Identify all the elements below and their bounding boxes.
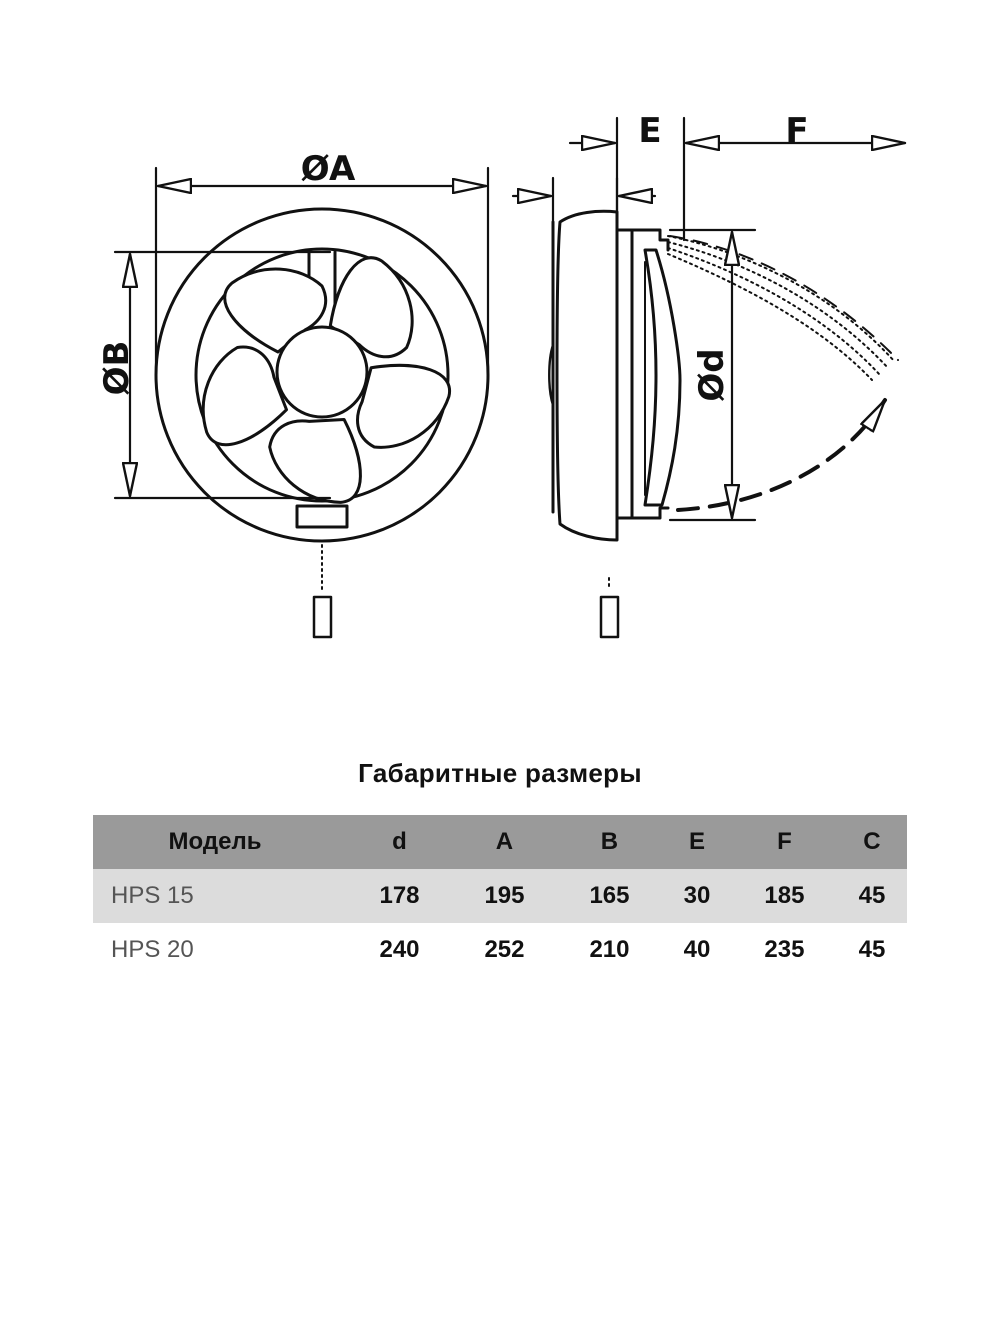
cell-model: HPS 15 (111, 882, 194, 909)
header-f: F (777, 828, 792, 855)
technical-drawing: ØA ØB (97, 111, 1000, 639)
front-view-drawing (113, 166, 490, 639)
impeller-blades (201, 256, 452, 504)
label-outer-diameter: ØA (301, 149, 356, 189)
dimension-depth (568, 116, 905, 242)
impeller-hub (275, 325, 369, 419)
cell-f: 185 (764, 882, 805, 909)
header-a: A (495, 828, 514, 855)
dimension-inner-diameter (113, 250, 332, 500)
table-title: Габаритные размеры (358, 758, 642, 788)
label-inner-diameter: ØB (97, 341, 137, 396)
cell-b: 210 (589, 936, 630, 963)
header-b: B (600, 828, 619, 855)
pull-cord-slot (295, 504, 349, 529)
pull-cord-handle (312, 595, 333, 639)
label-shutter-projection: F (785, 111, 808, 151)
housing-cover (555, 209, 619, 542)
cell-a: 252 (484, 936, 525, 963)
cell-e: 40 (683, 936, 711, 963)
shutter-open-positions (667, 235, 896, 381)
dimension-outer-diameter (154, 166, 490, 382)
cell-c: 45 (858, 882, 886, 909)
cell-a: 195 (484, 882, 525, 909)
backdraft-shutter (643, 248, 682, 507)
label-duct-diameter: Ød (692, 348, 732, 401)
cell-b: 165 (589, 882, 630, 909)
cell-c: 45 (858, 936, 886, 963)
table-row: HPS 15 178 195 165 30 185 45 (93, 869, 907, 923)
header-d: d (392, 828, 407, 855)
cell-e: 30 (683, 882, 711, 909)
header-model: Модель (168, 828, 262, 855)
dimensions-table: Модель d A B E F C HPS 15 178 195 165 30… (93, 815, 907, 977)
cell-model: HPS 20 (111, 936, 194, 963)
header-e: E (688, 828, 705, 855)
table-header-row: Модель d A B E F C (93, 815, 907, 869)
label-depth: E (638, 111, 661, 151)
side-pull-cord-handle (599, 595, 620, 639)
cell-d: 178 (379, 882, 420, 909)
side-view-drawing (511, 116, 905, 639)
cell-d: 240 (379, 936, 420, 963)
table-row: HPS 20 240 252 210 40 235 45 (93, 923, 907, 977)
dimension-mounting-depth (511, 176, 657, 224)
mounting-rear-bump (548, 343, 555, 407)
shutter-swing-arc (676, 398, 887, 512)
duct-spigot (615, 228, 634, 520)
shutter-dash-line (669, 235, 899, 361)
cell-f: 235 (764, 936, 805, 963)
spigot-flange (630, 228, 670, 520)
header-c: C (863, 828, 881, 855)
